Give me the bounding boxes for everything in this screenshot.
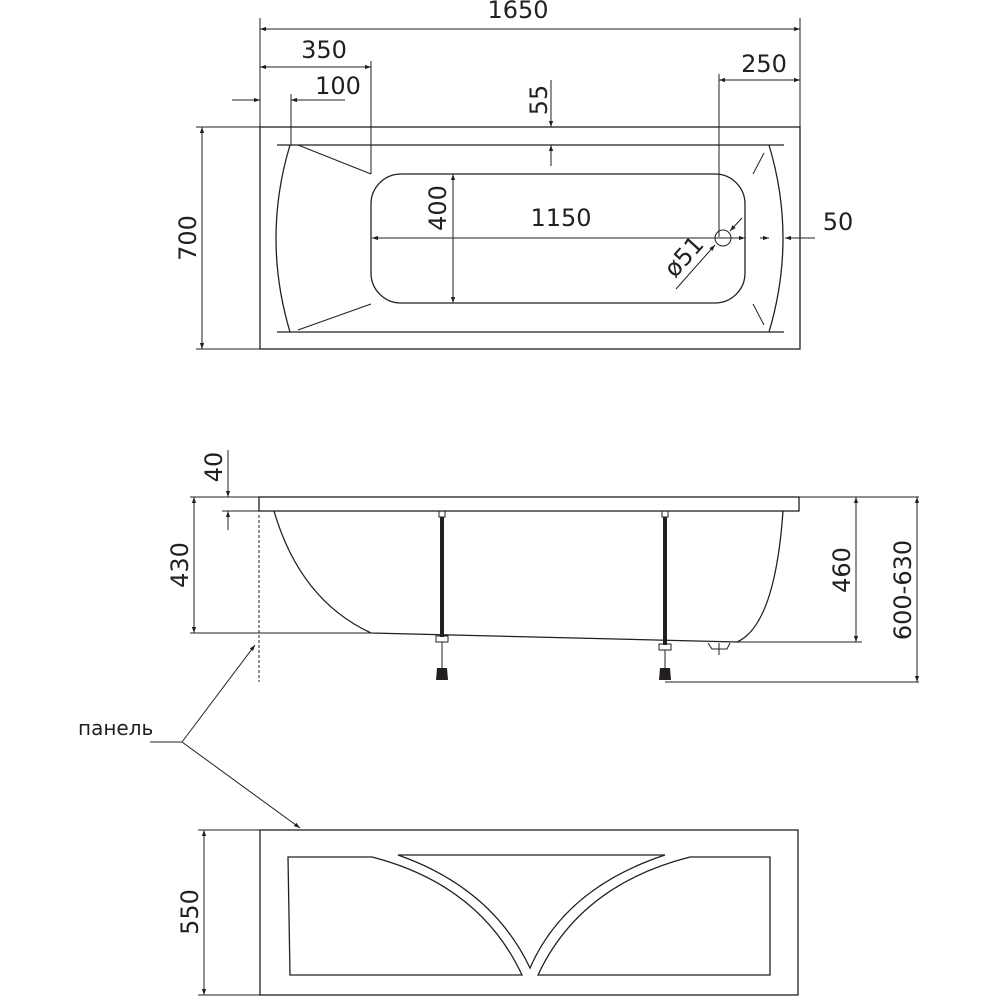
dim-overall-length: 1650 — [487, 0, 548, 24]
rim-profile — [258, 496, 800, 512]
dim-bowl-width: 400 — [424, 185, 452, 231]
support-leg — [435, 510, 449, 680]
support-leg — [658, 510, 672, 680]
drain-fitting — [707, 642, 731, 655]
panel-decor-center — [397, 854, 666, 970]
dim-panel-height: 550 — [176, 889, 204, 935]
dim-total-height: 600-630 — [889, 540, 917, 640]
drain-hole — [714, 229, 732, 247]
dim-drain-offset: 250 — [741, 50, 787, 78]
dim-rim-offset: 100 — [315, 72, 361, 100]
front-panel-outline — [259, 829, 799, 996]
dim-overall-width: 700 — [174, 215, 202, 261]
dim-rim-width: 55 — [525, 85, 553, 116]
dim-bowl-length: 1150 — [530, 204, 591, 232]
panel-decor-left — [287, 856, 524, 976]
panel-decor-right — [536, 856, 771, 976]
right-end-curve — [768, 144, 784, 333]
bowl-profile — [273, 510, 784, 643]
side-view: 40 430 460 600-630 — [166, 450, 920, 683]
left-end-curve — [275, 144, 291, 333]
front-panel-view: 550 — [176, 829, 799, 996]
dim-headrest-offset: 350 — [301, 36, 347, 64]
panel-label: панель — [78, 716, 153, 740]
dim-end-rim: 50 — [823, 208, 854, 236]
dim-rim-thickness: 40 — [200, 452, 228, 483]
top-view: 1650 350 100 55 250 1150 400 50 ø51 — [174, 0, 854, 350]
dim-depth-left: 430 — [166, 542, 194, 588]
dim-depth-right: 460 — [828, 547, 856, 593]
